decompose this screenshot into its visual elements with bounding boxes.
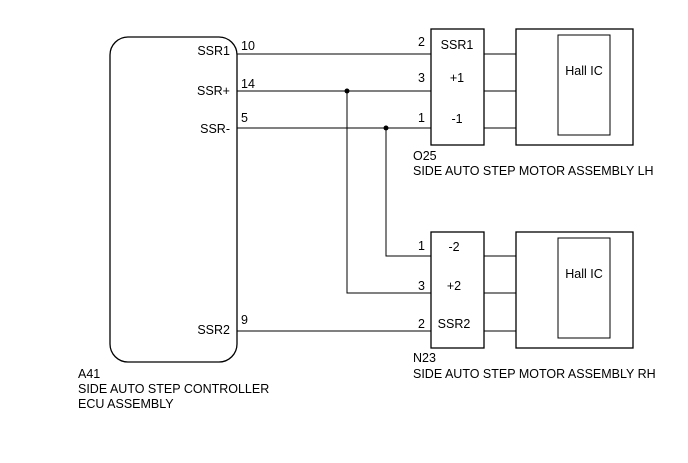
splice-dot-minus [383, 125, 389, 131]
lh-pin-number-1: 1 [418, 111, 425, 125]
lh-motor-name: SIDE AUTO STEP MOTOR ASSEMBLY LH [413, 164, 654, 178]
rh-pin-number-1: 1 [418, 239, 425, 253]
lh-connector-code: O25 [413, 149, 437, 163]
rh-hall-ic [557, 237, 611, 339]
ecu-pin-label-ssr-plus: SSR+ [197, 84, 230, 98]
rh-pin-number-3: 3 [418, 279, 425, 293]
lh-hall-ic [557, 34, 611, 136]
wire-plus2-branch [346, 91, 558, 294]
ecu-pin-number-9: 9 [241, 313, 248, 327]
ecu-pin-label-ssr-minus: SSR- [200, 122, 230, 136]
rh-pin-label-minus2: -2 [448, 240, 459, 254]
rh-pin-label-ssr2: SSR2 [438, 317, 471, 331]
ecu-pin-label-ssr2: SSR2 [197, 323, 230, 337]
rh-pin-label-plus2: +2 [447, 279, 461, 293]
ecu-code: A41 [78, 367, 100, 381]
lh-hall-ic-label: Hall IC [565, 64, 603, 78]
ecu-body [109, 36, 238, 363]
ecu-pin-number-10: 10 [241, 39, 255, 53]
splice-dot-plus [344, 88, 350, 94]
lh-pin-label-plus1: +1 [450, 71, 464, 85]
rh-pin-number-2: 2 [418, 317, 425, 331]
rh-connector-code: N23 [413, 351, 436, 365]
ecu-name-line1: SIDE AUTO STEP CONTROLLER [78, 382, 269, 396]
lh-pin-number-3: 3 [418, 71, 425, 85]
ecu-pin-number-14: 14 [241, 77, 255, 91]
lh-pin-label-minus1: -1 [451, 112, 462, 126]
rh-motor-name: SIDE AUTO STEP MOTOR ASSEMBLY RH [413, 367, 656, 381]
wire-minus2-branch [385, 128, 558, 257]
rh-connector [430, 231, 485, 349]
ecu-pin-label-ssr1: SSR1 [197, 44, 230, 58]
lh-pin-label-ssr1: SSR1 [441, 38, 474, 52]
rh-hall-ic-label: Hall IC [565, 267, 603, 281]
ecu-pin-number-5: 5 [241, 111, 248, 125]
lh-connector [430, 28, 485, 146]
lh-pin-number-2: 2 [418, 35, 425, 49]
ecu-name-line2: ECU ASSEMBLY [78, 397, 174, 411]
